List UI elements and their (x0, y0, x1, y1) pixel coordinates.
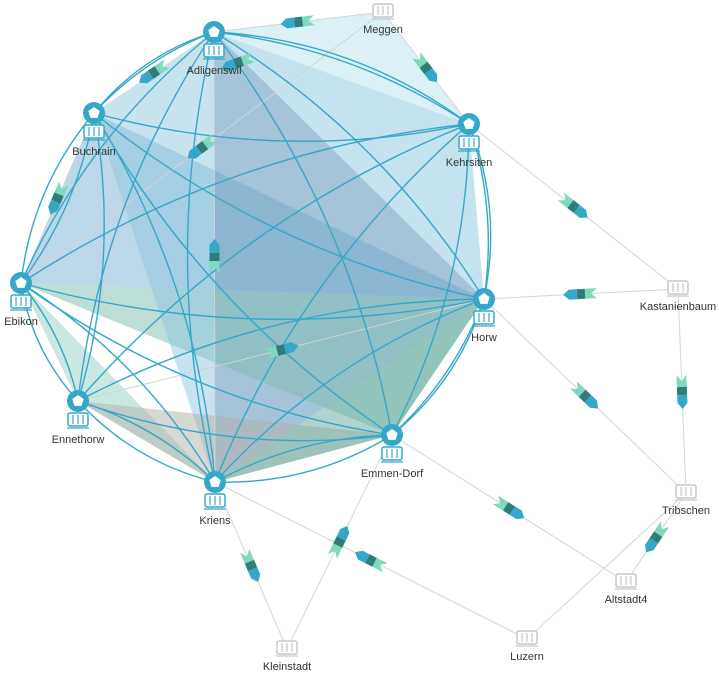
edge (93, 112, 216, 483)
server-icon (516, 630, 538, 647)
edge (214, 434, 393, 483)
server-icon (204, 493, 226, 510)
edge (20, 282, 393, 436)
edge (526, 492, 687, 640)
node-label: Luzern (510, 651, 544, 663)
direction-arrow (354, 550, 388, 573)
server-icon (276, 640, 298, 657)
direction-arrow (187, 133, 218, 159)
edge (77, 112, 105, 402)
edge (93, 112, 470, 143)
direction-arrow (139, 59, 171, 84)
edge (77, 298, 485, 402)
node-label: Kriens (199, 515, 231, 527)
group-area (215, 299, 484, 482)
group-area (78, 401, 392, 482)
edge (93, 112, 485, 300)
direction-arrow (645, 521, 670, 553)
node-horw[interactable]: Horw (471, 288, 497, 344)
node-label: Altstadt4 (605, 594, 648, 606)
edge (77, 400, 393, 442)
pentagon-icon (209, 476, 221, 487)
edge (93, 31, 215, 114)
server-icon (10, 294, 32, 311)
direction-arrow (563, 288, 598, 300)
server-icon (381, 446, 403, 463)
edge (77, 123, 470, 402)
direction-arrow (492, 495, 525, 520)
node-label: Buchrain (72, 146, 115, 158)
group-area (94, 32, 215, 482)
node-label: Kleinstadt (263, 661, 311, 673)
edge (391, 123, 470, 436)
edge (77, 400, 216, 483)
direction-arrow (327, 525, 350, 559)
edge (77, 31, 215, 402)
server-icon (667, 280, 689, 297)
direction-arrow (557, 192, 588, 218)
server-icon (675, 484, 697, 501)
edge (214, 298, 485, 483)
node-tribschen[interactable]: Tribschen (662, 484, 710, 517)
node-label: Ebikon (4, 316, 38, 328)
node-label: Tribschen (662, 505, 710, 517)
pentagon-icon (463, 118, 475, 129)
node-adligenswil[interactable]: Adligenswil (186, 21, 242, 77)
pentagon-icon (15, 277, 27, 288)
direction-arrow (264, 342, 299, 359)
direction-arrow (240, 548, 261, 583)
direction-arrow (221, 52, 256, 72)
edge (20, 31, 215, 284)
node-buchrain[interactable]: Buchrain (72, 102, 116, 158)
edge (20, 123, 470, 284)
direction-arrow (209, 239, 220, 274)
server-icon (458, 135, 480, 152)
edge (20, 282, 216, 483)
server-icon (83, 124, 105, 141)
direction-arrow (412, 52, 438, 83)
server-icon (203, 43, 225, 60)
edge (213, 31, 393, 436)
pentagon-icon (88, 107, 100, 118)
server-icon (372, 3, 394, 20)
node-emmen-dorf[interactable]: Emmen-Dorf (361, 424, 424, 480)
node-label: Emmen-Dorf (361, 468, 424, 480)
edge (186, 31, 216, 483)
edge (214, 123, 470, 483)
node-luzern[interactable]: Luzern (510, 630, 544, 663)
node-label: Kastanienbaum (640, 301, 716, 313)
edge (77, 400, 216, 483)
node-altstadt4[interactable]: Altstadt4 (605, 573, 648, 606)
node-meggen[interactable]: Meggen (363, 3, 403, 36)
server-icon (67, 412, 89, 429)
node-label: Ennethorw (52, 434, 105, 446)
edge (214, 434, 393, 483)
edge (20, 112, 95, 284)
node-label: Meggen (363, 24, 403, 36)
edge (213, 31, 470, 125)
server-icon (615, 573, 637, 590)
node-kriens[interactable]: Kriens (199, 471, 231, 527)
pentagon-icon (208, 26, 220, 37)
node-label: Horw (471, 332, 497, 344)
node-ennethorw[interactable]: Ennethorw (52, 390, 105, 446)
edge (93, 31, 215, 114)
node-kehrsiten[interactable]: Kehrsiten (446, 113, 492, 169)
edge (93, 112, 393, 436)
node-kleinstadt[interactable]: Kleinstadt (263, 640, 311, 673)
node-label: Kehrsiten (446, 157, 492, 169)
direction-arrow (48, 181, 69, 215)
direction-arrow (676, 374, 688, 409)
pentagon-icon (478, 293, 490, 304)
edge (213, 31, 470, 125)
pentagon-icon (386, 429, 398, 440)
node-kastanienbaum[interactable]: Kastanienbaum (640, 280, 716, 313)
server-icon (473, 310, 495, 327)
direction-arrow (280, 15, 315, 29)
edge (20, 282, 485, 321)
node-ebikon[interactable]: Ebikon (4, 272, 38, 328)
pentagon-icon (72, 395, 84, 406)
node-label: Adligenswil (186, 65, 241, 77)
